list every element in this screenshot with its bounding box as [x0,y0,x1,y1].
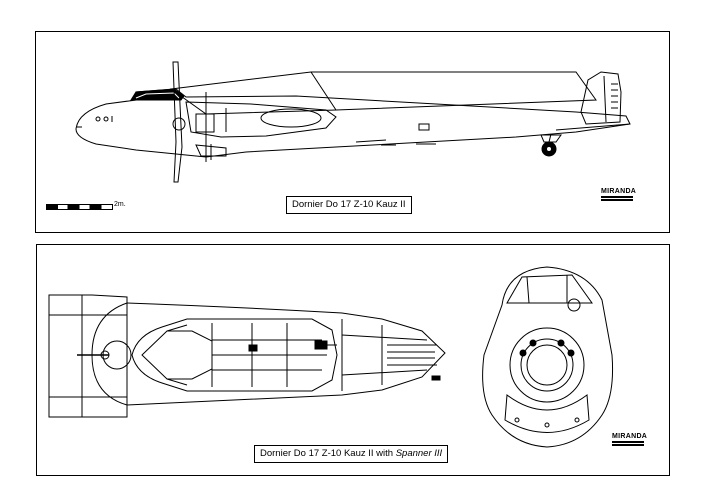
front-view-outline [482,266,613,448]
fuselage-outline [75,88,631,158]
engine-nacelle [185,101,337,138]
caption-italic-text: Spanner III [395,448,443,459]
caption-main-text: Dornier Do 17 Z-10 Kauz II with [260,448,396,459]
wing-left [48,294,128,418]
miranda-logo: MIRANDA [601,188,636,201]
top-view-caption: Dornier Do 17 Z-10 Kauz II with Spanner … [254,445,449,463]
side-view-drawing [75,61,631,183]
wing-upper [169,71,597,115]
propeller [172,61,183,183]
top-front-view-panel: Dornier Do 17 Z-10 Kauz II with Spanner … [36,244,670,476]
front-nose-ring [509,327,585,403]
front-view-drawing [482,266,613,448]
side-view-caption: Dornier Do 17 Z-10 Kauz II [286,196,412,214]
cockpit-frame [131,318,338,392]
miranda-logo: MIRANDA [612,433,647,446]
top-view-drawing [48,294,446,418]
nose-top [91,302,446,406]
logo-text: MIRANDA [601,188,637,195]
logo-text: MIRANDA [612,433,648,440]
tail-fin [580,71,622,125]
scale-label: 2m. [114,201,126,208]
side-view-panel: 2m. Dornier Do 17 Z-10 Kauz II MIRANDA [35,31,670,233]
